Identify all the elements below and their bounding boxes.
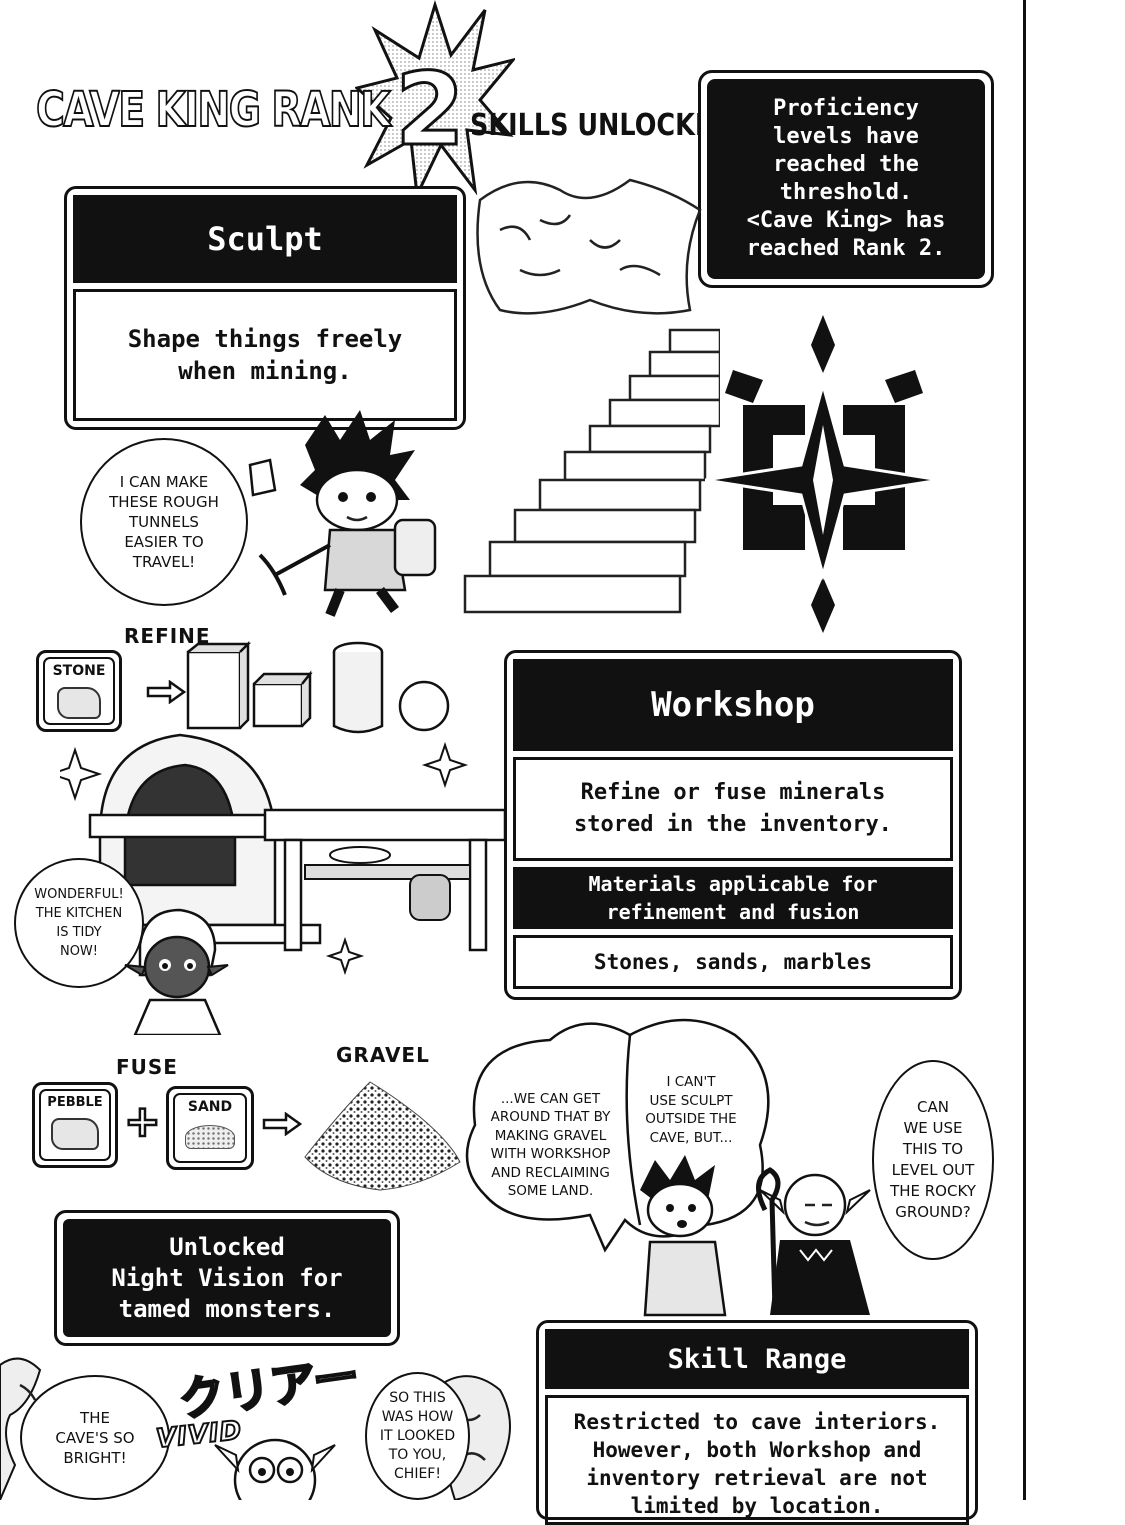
speech-bubble-chief: SO THIS WAS HOW IT LOOKED TO YOU, CHIEF!: [365, 1372, 470, 1500]
speech-bubble-hero-tunnels: I CAN MAKE THESE ROUGH TUNNELS EASIER TO…: [80, 438, 248, 606]
refine-arrow-icon: [146, 680, 186, 704]
rank-notice-box: Proficiency levels have reached the thre…: [698, 70, 994, 288]
workshop-materials-heading: Materials applicable for refinement and …: [513, 867, 953, 929]
speech-bubble-elf-kitchen: WONDERFUL! THE KITCHEN IS TIDY NOW!: [14, 858, 144, 988]
hero-and-elder-illustration: [640, 1155, 871, 1317]
starburst-icon: [355, 0, 515, 200]
fuse-plus-icon: +: [123, 1096, 162, 1147]
page-subtitle: SKILLS UNLOCKED: [470, 108, 734, 143]
elf-girl-illustration: [124, 908, 229, 1035]
kitchen-oven-illustration: [60, 733, 507, 975]
sand-item-label: SAND: [187, 1099, 233, 1115]
sand-item-box: SAND: [166, 1086, 254, 1170]
sculpt-skill-card: Sculpt Shape things freely when mining.: [64, 186, 466, 430]
page-right-border: [1023, 0, 1026, 1500]
sculpt-description: Shape things freely when mining.: [73, 289, 457, 421]
sand-icon: [185, 1125, 235, 1149]
speech-bubble-goblin-level: CAN WE USE THIS TO LEVEL OUT THE ROCKY G…: [872, 1060, 994, 1260]
stone-item-label: STONE: [52, 663, 106, 679]
workshop-materials: Stones, sands, marbles: [513, 935, 953, 989]
speech-bubble-cave-bright: THE CAVE'S SO BRIGHT!: [20, 1375, 170, 1500]
speech-text-hero-gravel: ...WE CAN GET AROUND THAT BY MAKING GRAV…: [490, 1090, 611, 1200]
cave-king-emblem-icon: [705, 315, 941, 633]
rank-notice-text: Proficiency levels have reached the thre…: [707, 79, 985, 279]
gravel-label: GRAVEL: [336, 1043, 430, 1067]
skill-range-description: Restricted to cave interiors. However, b…: [545, 1395, 969, 1525]
fuse-arrow-icon: [262, 1112, 302, 1136]
workshop-skill-card: Workshop Refine or fuse minerals stored …: [504, 650, 962, 1000]
stone-item-box: STONE: [36, 650, 122, 732]
pebble-icon: [51, 1118, 99, 1150]
pebble-item-label: PEBBLE: [47, 1095, 103, 1110]
rank-number: 2: [394, 51, 467, 168]
refine-label: REFINE: [124, 624, 211, 648]
hero-miner-illustration: [248, 410, 437, 617]
stairs-illustration: [463, 178, 720, 614]
skill-range-card: Skill Range Restricted to cave interiors…: [536, 1320, 978, 1525]
gravel-pile-icon: [304, 1081, 461, 1191]
speech-text-hero-cant: I CAN'T USE SCULPT OUTSIDE THE CAVE, BUT…: [645, 1074, 737, 1146]
stone-icon: [57, 687, 101, 719]
night-vision-text: Unlocked Night Vision for tamed monsters…: [63, 1219, 391, 1337]
refined-shapes-illustration: [186, 640, 450, 734]
sculpt-heading: Sculpt: [73, 195, 457, 283]
night-vision-card: Unlocked Night Vision for tamed monsters…: [54, 1210, 400, 1346]
pebble-item-box: PEBBLE: [32, 1082, 118, 1168]
page-title: CAVE KING RANK: [35, 81, 391, 139]
workshop-description: Refine or fuse minerals stored in the in…: [513, 757, 953, 861]
fuse-label: FUSE: [116, 1055, 178, 1079]
workshop-heading: Workshop: [513, 659, 953, 751]
skill-range-heading: Skill Range: [545, 1329, 969, 1389]
